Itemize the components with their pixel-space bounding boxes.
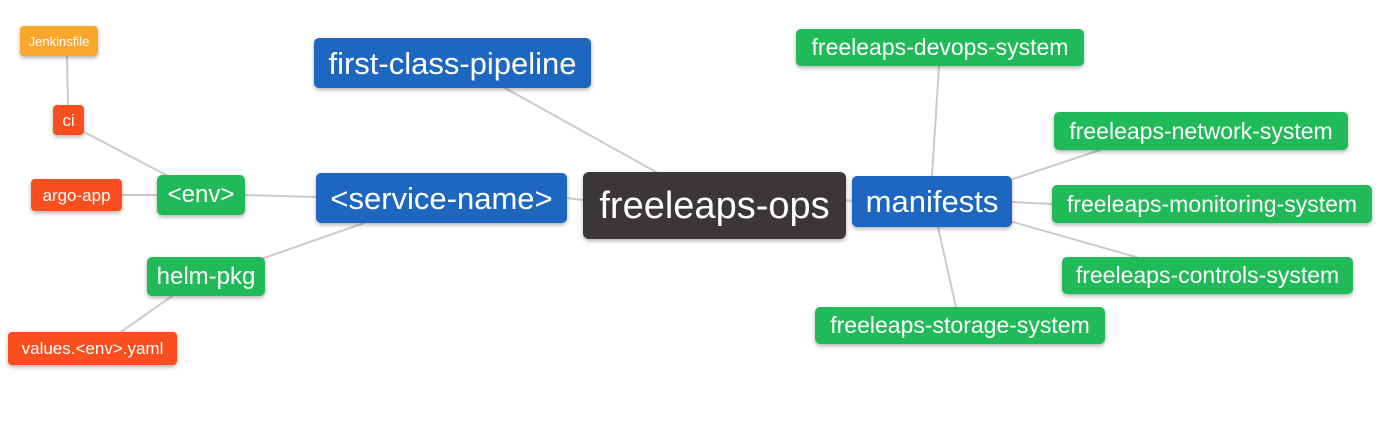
node-jenkinsfile[interactable]: Jenkinsfile: [20, 26, 98, 56]
edge-monitoring-manifests: [1011, 201, 1053, 205]
edge-network-manifests: [1012, 149, 1101, 180]
node-helm-pkg[interactable]: helm-pkg: [147, 257, 265, 296]
node-ci[interactable]: ci: [53, 105, 84, 135]
edge-jenkinsfile-ci: [66, 55, 69, 106]
edge-env-service-name: [244, 194, 317, 198]
edge-ci-env: [83, 131, 171, 178]
node-freeleaps-controls-system[interactable]: freeleaps-controls-system: [1062, 257, 1353, 294]
edge-pipeline-root: [504, 87, 657, 173]
node-argo-app[interactable]: argo-app: [31, 179, 122, 211]
node-first-class-pipeline[interactable]: first-class-pipeline: [314, 38, 591, 88]
node-env[interactable]: <env>: [157, 175, 245, 215]
node-values-env-yaml[interactable]: values.<env>.yaml: [8, 332, 177, 365]
edge-controls-manifests: [1012, 221, 1137, 258]
node-freeleaps-network-system[interactable]: freeleaps-network-system: [1054, 112, 1348, 150]
edge-devops-manifests: [931, 65, 940, 177]
edge-helm-pkg-service-name: [263, 222, 365, 259]
node-freeleaps-monitoring-system[interactable]: freeleaps-monitoring-system: [1052, 185, 1372, 223]
node-manifests[interactable]: manifests: [852, 176, 1012, 227]
edge-storage-manifests: [937, 226, 957, 308]
node-freeleaps-devops-system[interactable]: freeleaps-devops-system: [796, 29, 1084, 66]
edge-service-name-root: [566, 197, 584, 201]
node-service-name[interactable]: <service-name>: [316, 173, 567, 223]
node-freeleaps-storage-system[interactable]: freeleaps-storage-system: [815, 307, 1105, 344]
node-freeleaps-ops-root[interactable]: freeleaps-ops: [583, 172, 846, 239]
edge-values-helm-pkg: [120, 295, 173, 333]
